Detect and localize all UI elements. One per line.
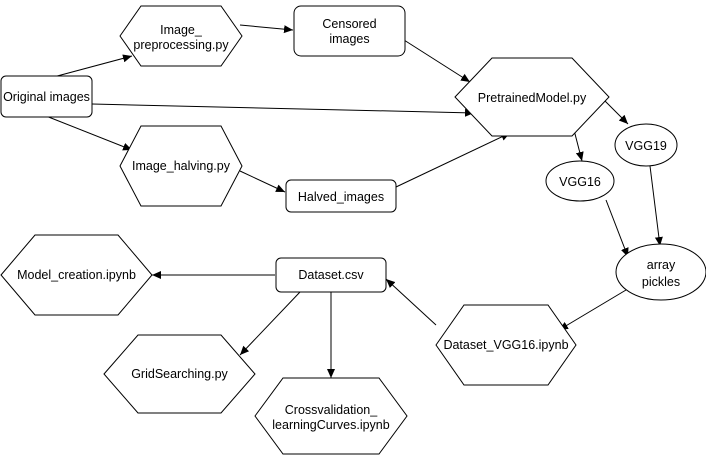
node-label-line-2: learningCurves.ipynb <box>272 418 389 432</box>
node-halved-images[interactable]: Halved_images <box>285 179 397 213</box>
edge-vgg16-to-pickles <box>605 199 629 258</box>
node-original-images[interactable]: Original images <box>0 75 93 118</box>
edge-dataset-vgg16-to-csv <box>385 278 437 326</box>
node-label: Original images <box>3 90 90 104</box>
node-dataset-csv[interactable]: Dataset.csv <box>275 257 387 293</box>
node-label-line-1: Image_ <box>160 23 203 37</box>
node-array-pickles[interactable]: array pickles <box>615 243 706 301</box>
node-label: Image_halving.py <box>132 159 231 173</box>
node-label: Dataset_VGG16.ipynb <box>443 338 568 352</box>
node-censored-images[interactable]: Censored images <box>293 5 406 57</box>
node-label-line-1: Censored <box>322 17 376 31</box>
node-label-line-2: pickles <box>642 275 680 289</box>
edge-pretrained-to-vgg16 <box>573 129 584 162</box>
node-image-preprocessing[interactable]: Image_ preprocessing.py <box>119 5 243 67</box>
node-image-halving[interactable]: Image_halving.py <box>119 125 243 207</box>
node-dataset-vgg16[interactable]: Dataset_VGG16.ipynb <box>435 304 577 386</box>
node-label: Halved_images <box>298 190 384 204</box>
node-vgg19[interactable]: VGG19 <box>614 123 678 167</box>
node-label-line-2: images <box>329 32 369 46</box>
node-label: PretrainedModel.py <box>478 91 587 105</box>
node-label-line-2: preprocessing.py <box>133 38 229 52</box>
edge-censored-to-pretrained <box>403 39 471 83</box>
edge-original-to-halving <box>45 115 133 151</box>
edge-csv-to-gridsearching <box>239 291 301 356</box>
node-vgg16[interactable]: VGG16 <box>545 160 615 202</box>
node-label: VGG19 <box>625 139 667 153</box>
edge-vgg19-to-pickles <box>649 165 663 247</box>
node-crossvalidation[interactable]: Crossvalidation_ learningCurves.ipynb <box>254 377 408 455</box>
edge-halved-to-pretrained <box>395 132 511 188</box>
edge-original-to-preprocessing <box>45 54 133 80</box>
edge-preprocessing-to-censored <box>239 24 294 34</box>
edge-original-to-pretrained <box>91 103 475 117</box>
node-label-line-1: array <box>647 258 676 272</box>
edge-halving-to-halved <box>239 170 286 193</box>
node-pretrained-model[interactable]: PretrainedModel.py <box>454 57 610 137</box>
edges <box>45 24 663 378</box>
edge-pickles-to-dataset-vgg16 <box>558 289 627 331</box>
node-grid-searching[interactable]: GridSearching.py <box>103 334 256 414</box>
node-label: Model_creation.ipynb <box>17 268 136 282</box>
node-label: GridSearching.py <box>131 367 228 381</box>
node-model-creation[interactable]: Model_creation.ipynb <box>0 234 153 316</box>
node-label: VGG16 <box>559 175 601 189</box>
node-label: Dataset.csv <box>298 268 364 282</box>
node-label-line-1: Crossvalidation_ <box>285 403 378 417</box>
